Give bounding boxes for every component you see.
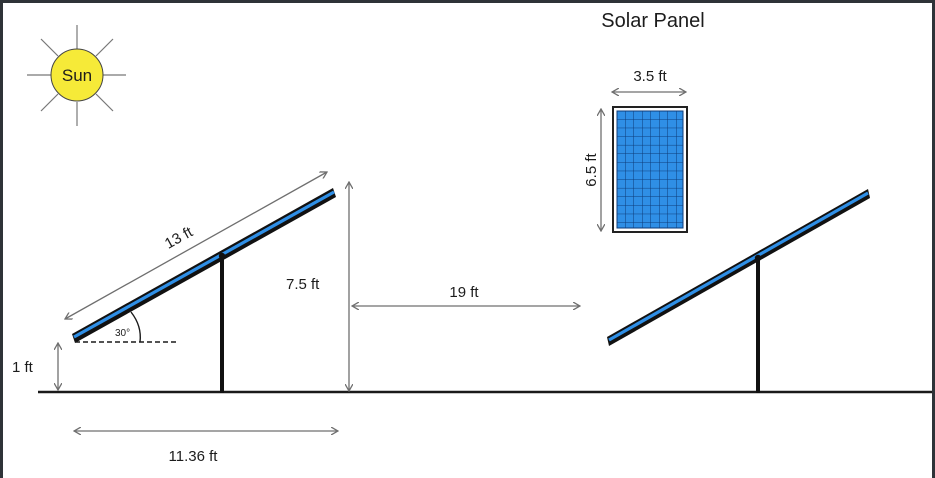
right-post-joint xyxy=(754,254,762,262)
panel-length-dimension xyxy=(65,172,327,319)
left-post-joint xyxy=(218,252,226,260)
front-height-label: 1 ft xyxy=(12,359,34,376)
top-height-label: 7.5 ft xyxy=(286,276,320,293)
tilt-angle-label: 30° xyxy=(115,328,130,339)
right-solar-panel xyxy=(608,191,869,342)
panel-height-label: 6.5 ft xyxy=(583,152,600,186)
sun-icon xyxy=(27,25,126,126)
angle-arc xyxy=(130,311,141,343)
horizontal-run-label: 11.36 ft xyxy=(169,448,219,465)
diagram-svg: Solar Panel Sun 30° 13 ft 1 ft 7.5 ft 19… xyxy=(12,10,932,465)
solar-panel-diagram: Solar Panel Sun 30° 13 ft 1 ft 7.5 ft 19… xyxy=(3,3,932,478)
panel-width-label: 3.5 ft xyxy=(633,68,667,85)
row-spacing-label: 19 ft xyxy=(449,284,479,301)
left-solar-panel xyxy=(73,190,335,339)
solar-module-icon xyxy=(612,106,688,233)
sun-label: Sun xyxy=(62,66,92,85)
diagram-title: Solar Panel xyxy=(601,10,704,32)
